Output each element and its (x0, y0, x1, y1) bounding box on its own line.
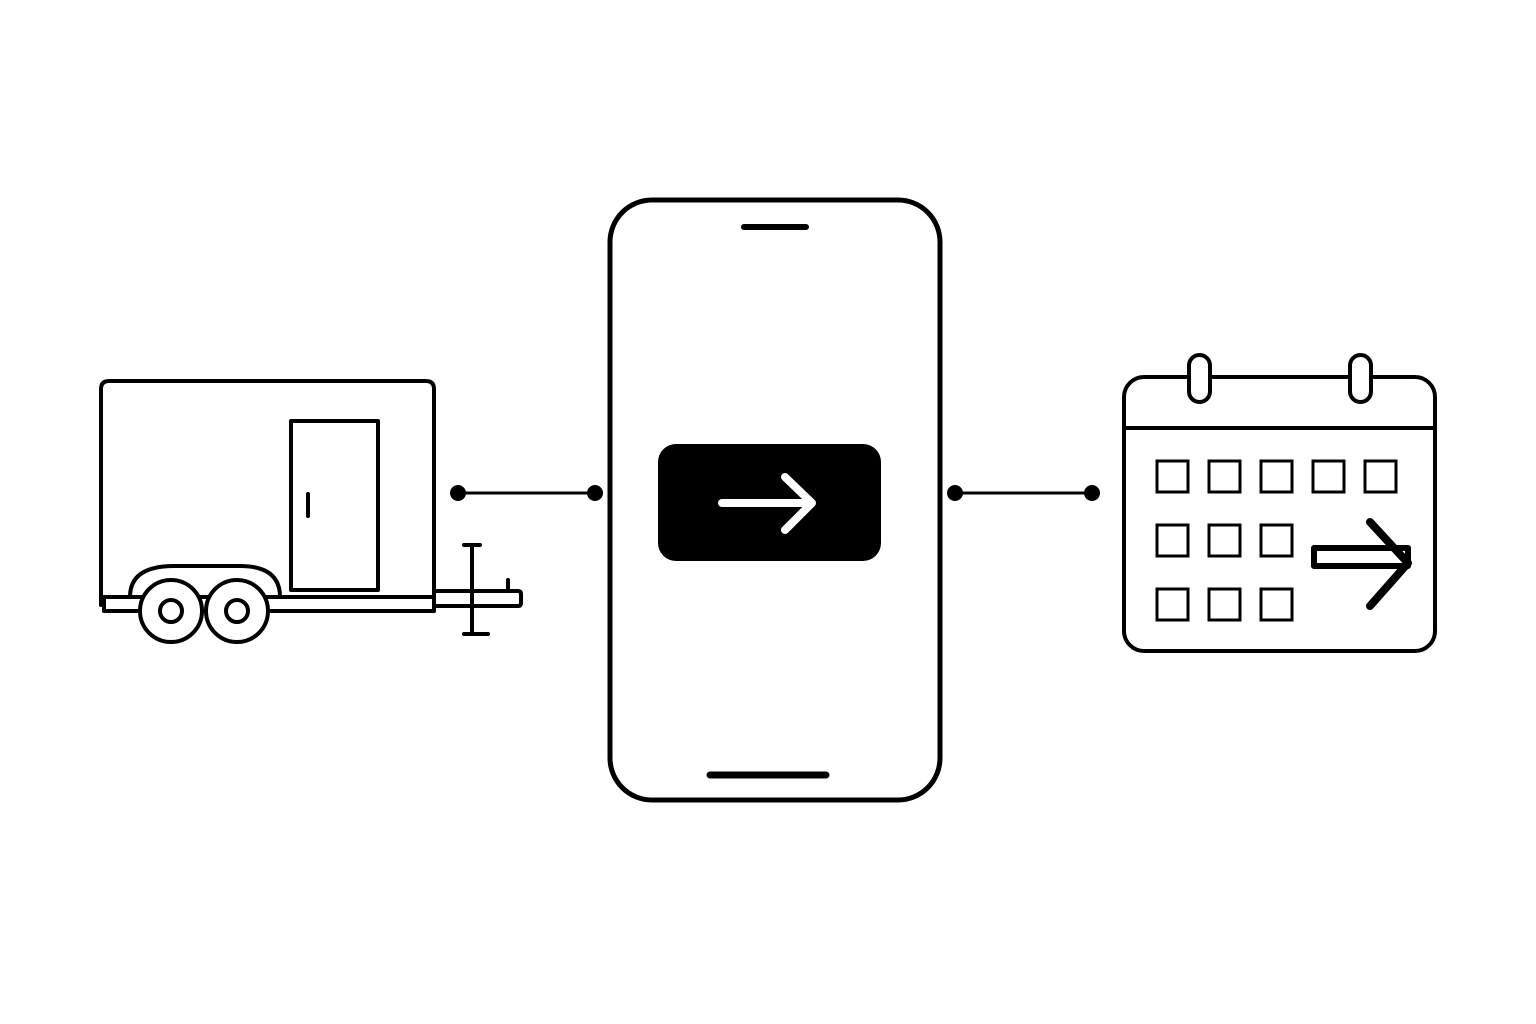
connector-dot (450, 485, 466, 501)
calendar-ring-left (1187, 353, 1212, 404)
phone-frame (607, 197, 943, 803)
calendar-day-cell (1363, 459, 1398, 494)
calendar-day-cell (1155, 459, 1190, 494)
calendar-day-cell (1207, 587, 1242, 622)
calendar-ring-right (1348, 353, 1373, 404)
phone-next-button[interactable] (658, 444, 881, 561)
calendar-day-cell (1259, 459, 1294, 494)
trailer-fender (128, 564, 282, 599)
trailer-icon (99, 379, 523, 644)
calendar-day-cell (1259, 523, 1294, 558)
calendar-day-cell (1311, 459, 1346, 494)
trailer-wheel-front (138, 578, 204, 644)
calendar-day-grid (1155, 459, 1398, 622)
trailer-door (289, 419, 380, 592)
smartphone-icon (607, 197, 943, 803)
calendar-day-cell (1155, 523, 1190, 558)
connector-phone-calendar (947, 485, 1100, 501)
arrow-right-icon (718, 473, 816, 534)
connector-dot (947, 485, 963, 501)
connector-trailer-phone (450, 485, 603, 501)
connector-dot (587, 485, 603, 501)
calendar-day-cell (1259, 587, 1294, 622)
calendar-day-cell (1207, 459, 1242, 494)
connector-dot (1084, 485, 1100, 501)
trailer-hitch (432, 589, 523, 608)
trailer-wheel-rear (204, 578, 270, 644)
calendar-day-cell (1155, 587, 1190, 622)
arrow-right-icon (1311, 518, 1412, 610)
calendar-frame (1122, 375, 1437, 653)
calendar-day-cell (1207, 523, 1242, 558)
trailer-body (99, 379, 436, 607)
calendar-icon (1122, 353, 1437, 653)
